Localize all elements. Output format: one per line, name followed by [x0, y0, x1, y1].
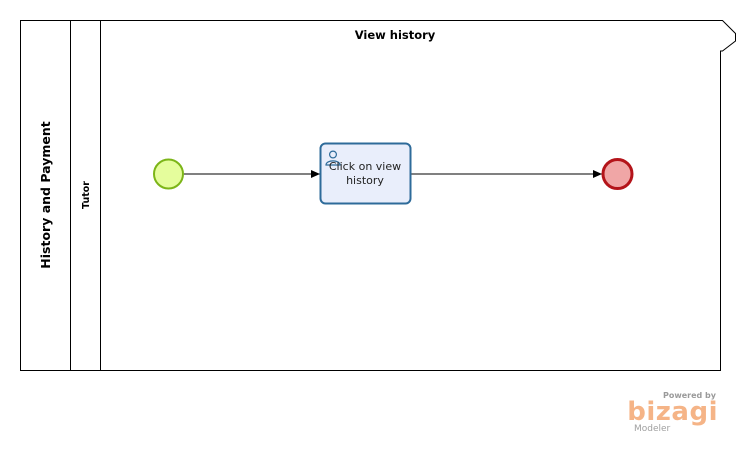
bizagi-logo: Powered by bizagi Modeler	[627, 391, 718, 434]
bizagi-wordmark: bizagi	[627, 397, 718, 427]
task-box	[319, 142, 412, 205]
task-label-line1: Click on view	[329, 160, 401, 173]
lane-tutor[interactable]: Tutor	[81, 20, 101, 371]
start-event[interactable]	[153, 158, 184, 190]
lane-title: Tutor	[81, 181, 92, 209]
task-click-on-view-history[interactable]: Click on view history	[319, 142, 412, 205]
modeler-text: Modeler	[634, 424, 671, 434]
phase-title: View history	[355, 28, 436, 42]
end-event[interactable]	[601, 158, 634, 190]
user-task-icon	[325, 150, 341, 166]
pool-title: History and Payment	[38, 121, 53, 268]
powered-by-text: Powered by	[663, 391, 717, 400]
task-label-line2: history	[346, 174, 384, 187]
